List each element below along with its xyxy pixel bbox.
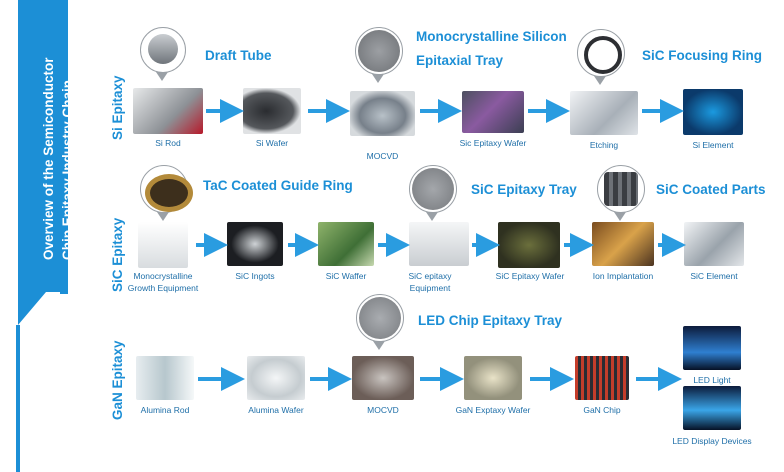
sic-epi-equipment-caption-line1: SiC epitaxy bbox=[408, 271, 452, 281]
draft-tube-bubble bbox=[140, 27, 186, 73]
sic-focus-title: SiC Focusing Ring bbox=[642, 48, 762, 63]
sic-epi-wafer-image bbox=[498, 222, 560, 268]
sic-parts-pointer bbox=[614, 212, 626, 221]
sic-ingots-image bbox=[227, 222, 283, 266]
mono-growth-image bbox=[138, 222, 188, 268]
banner-shape bbox=[16, 0, 68, 472]
gan-chip-caption: GaN Chip bbox=[583, 405, 621, 415]
mocvd-image-1 bbox=[350, 91, 415, 136]
led-light-image bbox=[683, 326, 741, 370]
sic-ingots-caption: SiC Ingots bbox=[235, 271, 275, 281]
sic-focus-pointer bbox=[594, 76, 606, 85]
alumina-wafer-image bbox=[247, 356, 305, 400]
mono-tray-pointer bbox=[372, 74, 384, 83]
si-epi-wafer-image bbox=[462, 91, 524, 133]
tac-ring-pointer bbox=[157, 212, 169, 221]
mocvd-caption-1: MOCVD bbox=[366, 151, 399, 161]
gan-epi-wafer-image bbox=[464, 356, 522, 400]
mocvd-image-2 bbox=[352, 356, 414, 400]
sic-tray-bubble bbox=[409, 165, 457, 213]
etching-caption: Etching bbox=[589, 140, 619, 150]
mono-tray-title-line2: Epitaxial Tray bbox=[416, 53, 504, 68]
led-tray-pointer bbox=[373, 341, 385, 350]
sic-epi-equipment-caption-line2: Equipment bbox=[409, 283, 451, 293]
sic-epi-wafer-caption: SiC Epitaxy Wafer bbox=[495, 271, 565, 281]
alumina-rod-image bbox=[136, 356, 194, 400]
mocvd-caption-2: MOCVD bbox=[367, 405, 399, 415]
ion-implantation-caption: Ion Implantation bbox=[592, 271, 654, 281]
draft-tube-pointer bbox=[156, 72, 168, 81]
sic-focus-bubble bbox=[577, 29, 625, 77]
gan-chip-image bbox=[575, 356, 629, 400]
sic-tray-pointer bbox=[426, 212, 438, 221]
etching-image bbox=[570, 91, 638, 135]
si-epi-wafer-caption: Sic Epitaxy Wafer bbox=[459, 138, 527, 148]
sic-tray-title: SiC Epitaxy Tray bbox=[471, 182, 577, 197]
sic-waffer-image bbox=[318, 222, 374, 266]
led-tray-title: LED Chip Epitaxy Tray bbox=[418, 313, 563, 328]
sic-waffer-caption: SiC Waffer bbox=[325, 271, 367, 281]
sic-epi-equipment-image bbox=[409, 222, 469, 266]
mono-tray-bubble bbox=[355, 27, 403, 75]
gan-epi-wafer-caption: GaN Exptaxy Wafer bbox=[455, 405, 531, 415]
mono-growth-caption-line1: Monocrystalline bbox=[133, 271, 193, 281]
sic-parts-title: SiC Coated Parts bbox=[656, 182, 766, 197]
led-display-image bbox=[683, 386, 741, 430]
si-rod-caption: Si Rod bbox=[155, 138, 181, 148]
led-tray-bubble bbox=[356, 294, 404, 342]
led-display-caption: LED Display Devices bbox=[672, 436, 752, 446]
tac-ring-title: TaC Coated Guide Ring bbox=[203, 178, 353, 193]
si-element-caption: Si Element bbox=[692, 140, 734, 150]
si-wafer-image bbox=[243, 88, 301, 134]
led-light-caption: LED Light bbox=[693, 375, 731, 385]
alumina-rod-caption: Alumina Rod bbox=[140, 405, 190, 415]
mono-growth-caption-line2: Growth Equipment bbox=[127, 283, 199, 293]
sic-element-image bbox=[684, 222, 744, 266]
si-wafer-caption: Si Wafer bbox=[255, 138, 289, 148]
sic-parts-bubble bbox=[597, 165, 645, 213]
ion-implantation-image bbox=[592, 222, 654, 266]
si-element-image bbox=[683, 89, 743, 135]
alumina-wafer-caption: Alumina Wafer bbox=[248, 405, 304, 415]
si-rod-image bbox=[133, 88, 203, 134]
tac-ring-bubble bbox=[140, 165, 193, 213]
sic-element-caption: SiC Element bbox=[690, 271, 738, 281]
draft-tube-title: Draft Tube bbox=[205, 48, 272, 63]
mono-tray-title-line1: Monocrystalline Silicon bbox=[416, 29, 567, 44]
